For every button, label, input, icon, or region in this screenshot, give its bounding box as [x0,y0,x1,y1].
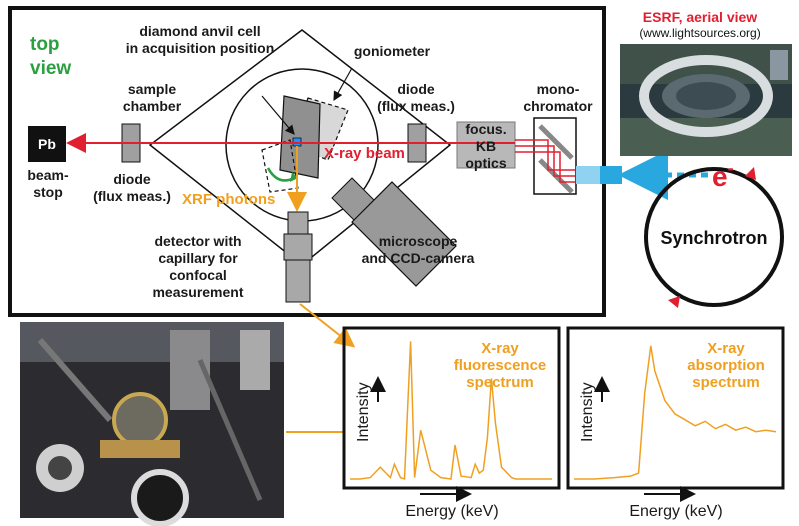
abs-title-1: X-ray [707,340,745,357]
xrf-photons-label: XRF photons [182,191,275,208]
xray-beam-label: X-ray beam [324,145,405,162]
fluor-ylabel: Intensity [355,382,372,442]
lab-photo [20,322,284,526]
ring-arrow-bottom [668,296,680,308]
detector-label-3: confocal [169,267,227,283]
microscope-label-2: and CCD-camera [362,250,475,266]
synchrotron-label: Synchrotron [660,228,767,248]
abs-xlabel: Energy (keV) [629,503,722,520]
esrf-url: (www.lightsources.org) [639,26,760,40]
rotation-arrowhead [290,172,298,182]
detector-label-2: capillary for [158,250,238,266]
detector-label-4: measurement [152,284,243,300]
absorption-panel [566,326,785,490]
mono-beam-2 [515,145,575,177]
dac-pointer [261,95,295,135]
detector [283,211,313,303]
goniometer-pointer [333,67,353,102]
monochromator-box [533,117,577,195]
abs-title-3: spectrum [692,374,760,391]
dac-label-1: diamond anvil cell [139,23,260,39]
microscope-camera [331,177,457,287]
kb-label-3: optics [465,155,506,171]
mono-label-2: chromator [523,98,593,114]
pb-label: Pb [38,136,56,152]
fluorescence-panel [342,326,561,490]
pb-beamstop [28,126,66,162]
top-view-label-2: view [30,58,71,79]
abs-spectrum-line [574,345,777,480]
mono-beam-3 [515,151,575,183]
diode-right-label-2: (flux meas.) [377,98,455,114]
main-frame [8,6,606,317]
esrf-title: ESRF, aerial view [643,9,758,25]
beamstop-label-1: beam- [27,167,69,183]
fluor-title-3: spectrum [466,374,534,391]
dac-label-2: in acquisition position [126,40,275,56]
dac-block [279,95,321,179]
mono-crystal-1 [538,124,574,160]
fluor-title-2: fluorescence [454,357,547,374]
mono-beam-1 [515,139,575,171]
electron-symbol: e- [712,158,734,192]
kb-label-2: KB [476,138,496,154]
esrf-aerial-photo [620,44,792,156]
synchrotron-light-tip [600,166,622,184]
microscope-label-1: microscope [379,233,458,249]
abs-ylabel: Intensity [579,382,596,442]
top-view-label-1: top [30,34,60,55]
diode-right-label-1: diode [397,81,435,97]
diode-left-label-1: diode [113,171,151,187]
fluor-spectrum-line [350,341,552,481]
ring-arrow-top [745,167,756,180]
sample-chamber-label-1: sample [128,81,176,97]
mono-label-1: mono- [537,81,580,97]
abs-title-2: absorption [687,357,765,374]
detector-label-1: detector with [154,233,241,249]
sample-chamber-label-2: chamber [123,98,182,114]
goniometer-label: goniometer [354,43,431,59]
kb-optics [456,121,516,169]
kb-label-1: focus. [465,121,506,137]
beamstop-label-2: stop [33,184,63,200]
diode-left-label-2: (flux meas.) [93,188,171,204]
fluor-xlabel: Energy (keV) [405,503,498,520]
fluor-title-1: X-ray [481,340,519,357]
synchrotron-ring [644,167,784,307]
